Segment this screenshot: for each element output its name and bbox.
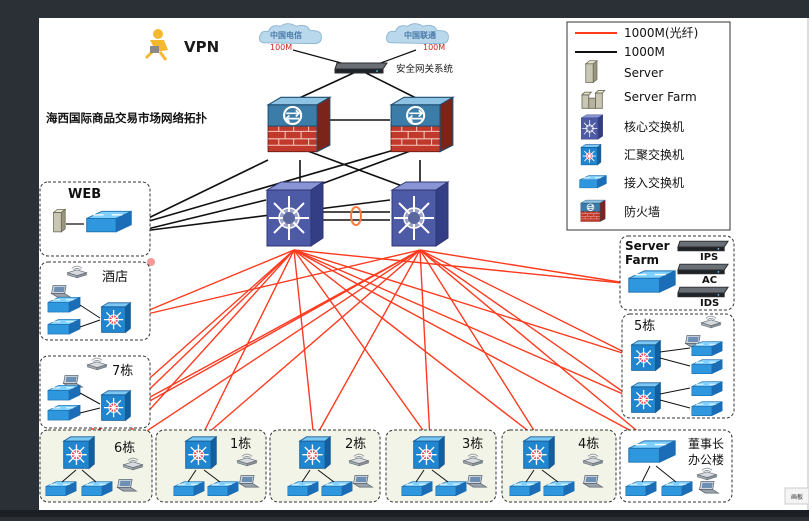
- hotel-aggregation-switch-icon: [100, 302, 132, 334]
- building-2-label: 2栋: [345, 436, 366, 452]
- isp-unicom-name: 中国联通: [404, 30, 436, 40]
- server-icon: [585, 60, 598, 83]
- b6-aggregation-switch-icon: [63, 436, 95, 469]
- fiber-link: [419, 249, 633, 399]
- boardroom-label-2: 办公楼: [688, 452, 724, 467]
- building-4-label: 4栋: [578, 436, 599, 452]
- b4-aggregation-switch-icon: [523, 436, 555, 469]
- legend-fiber: 1000M(光纤): [624, 26, 698, 40]
- fiber-link: [293, 249, 541, 441]
- isp-unicom-bw: 100M: [423, 43, 445, 52]
- firewall-left-icon: [267, 96, 331, 153]
- fiber-link: [419, 249, 431, 441]
- legend-access: 接入交换机: [624, 175, 684, 190]
- ips-label: IPS: [700, 252, 718, 263]
- boardroom-label-1: 董事长: [688, 437, 724, 451]
- building-1-zone: 1栋: [155, 429, 267, 503]
- b5-aggregation-switch-icon: [630, 340, 662, 372]
- core-switch-left-icon: [265, 180, 325, 248]
- web-server-icon: [53, 208, 66, 233]
- web-zone: WEB: [39, 181, 155, 266]
- fiber-link: [419, 249, 633, 285]
- fiber-link: [129, 249, 295, 319]
- b1-aggregation-switch-icon: [185, 436, 217, 469]
- b5-aggregation-switch-icon: [630, 382, 662, 414]
- fiber-link: [419, 249, 649, 441]
- isp-telecom-bw: 100M: [270, 43, 292, 52]
- hotel-label: 酒店: [102, 270, 128, 285]
- building-4-zone: 4栋: [501, 429, 617, 503]
- aggregation-switch-icon: [580, 144, 602, 166]
- fiber-link: [199, 249, 421, 441]
- core-switch-right-icon: [390, 180, 450, 248]
- building-3-label: 3栋: [462, 436, 483, 452]
- building-5-zone: 5栋: [621, 313, 735, 419]
- fiber-link: [129, 249, 421, 319]
- bottom-bar: [0, 510, 809, 517]
- fiber-link: [293, 249, 633, 399]
- legend: 1000M(光纤) 1000M Server Server Farm 核心交换机…: [566, 21, 731, 231]
- b3-aggregation-switch-icon: [413, 436, 445, 469]
- building-1-label: 1栋: [230, 436, 251, 452]
- building-7-label: 7栋: [112, 363, 133, 379]
- core-switch-icon: [580, 114, 604, 140]
- building-5-label: 5栋: [634, 318, 655, 334]
- building-6-label: 6栋: [114, 440, 135, 456]
- corner-tab[interactable]: [784, 487, 809, 505]
- fiber-link: [293, 249, 315, 441]
- security-gateway-icon: [334, 62, 388, 74]
- fiber-link: [313, 249, 421, 441]
- copper-links: [131, 69, 421, 233]
- fiber-link: [293, 249, 431, 441]
- right-margin: [730, 18, 809, 510]
- web-label: WEB: [68, 187, 101, 202]
- gateway-label: 安全网关系统: [396, 63, 454, 75]
- ids-label: IDS: [700, 298, 719, 309]
- building-3-zone: 3栋: [385, 429, 497, 503]
- hotel-zone: 酒店: [39, 261, 151, 341]
- server-farm-label-1: Server: [625, 239, 670, 253]
- diagram-title: 海西国际商品交易市场网络拓扑: [46, 111, 207, 125]
- fiber-links: [79, 249, 649, 459]
- fiber-link: [105, 249, 421, 459]
- fiber-link: [293, 249, 633, 285]
- legend-aggregation: 汇聚交换机: [624, 147, 684, 162]
- firewall-right-icon: [390, 96, 454, 153]
- legend-firewall: 防火墙: [624, 204, 660, 219]
- vpn-user: [144, 29, 168, 61]
- server-farm-label-2: Farm: [625, 253, 659, 267]
- ips-icon: [677, 240, 729, 252]
- legend-server: Server: [624, 66, 663, 80]
- ids-icon: [677, 286, 729, 298]
- b7-aggregation-switch-icon: [100, 390, 132, 422]
- corner-tab-label: 画板: [791, 493, 803, 501]
- boardroom-zone: 董事长 办公楼: [619, 429, 733, 503]
- fiber-link: [293, 249, 649, 441]
- legend-core: 核心交换机: [624, 119, 684, 134]
- legend-copper: 1000M: [624, 45, 665, 59]
- firewall-icon: [580, 199, 606, 222]
- ac-icon: [677, 263, 729, 275]
- isp-telecom-name: 中国电信: [270, 30, 302, 40]
- fiber-link: [419, 249, 633, 357]
- b2-aggregation-switch-icon: [299, 436, 331, 469]
- building-2-zone: 2栋: [269, 429, 381, 503]
- fiber-link: [129, 249, 295, 409]
- ac-label: AC: [702, 275, 717, 286]
- fiber-link: [419, 249, 541, 441]
- server-farm-zone: Server Farm IPS AC IDS: [619, 235, 735, 311]
- vpn-label: VPN: [184, 38, 219, 56]
- link-aggregation-mark: [350, 206, 362, 226]
- building-7-zone: 7栋: [39, 355, 151, 429]
- building-6-zone: 6栋: [39, 429, 153, 503]
- fiber-link: [293, 249, 633, 357]
- legend-server-farm: Server Farm: [624, 90, 697, 104]
